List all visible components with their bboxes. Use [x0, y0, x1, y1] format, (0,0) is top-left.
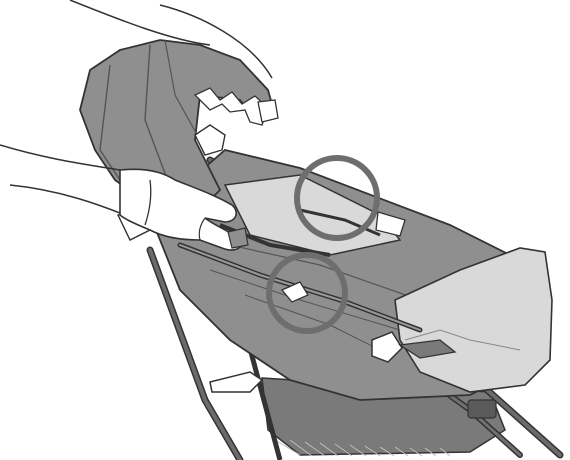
stroller-illustration	[0, 0, 570, 460]
stroller-line-art	[0, 0, 570, 460]
